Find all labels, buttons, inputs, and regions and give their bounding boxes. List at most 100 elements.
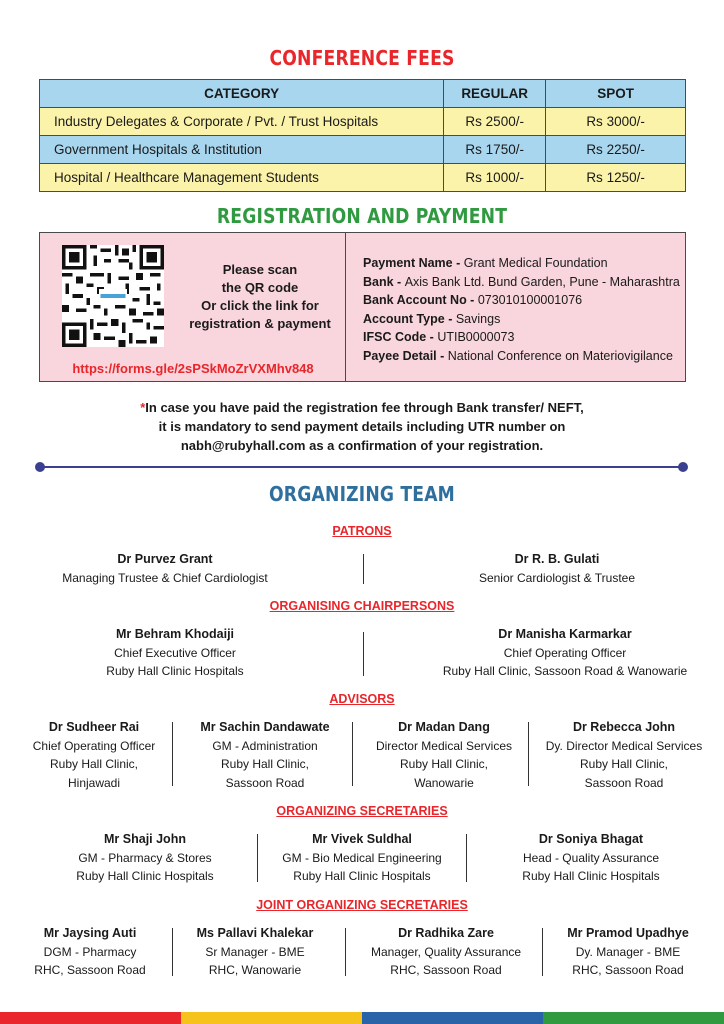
registration-title: REGISTRATION AND PAYMENT [216, 204, 508, 228]
notice-line: In case you have paid the registration f… [145, 400, 584, 415]
payment-value: Grant Medical Foundation [463, 256, 608, 270]
column-separator [352, 722, 353, 786]
chairperson-card: Dr Manisha Karmarkar Chief Operating Off… [410, 625, 720, 681]
payment-line: Account Type - Savings [363, 310, 685, 329]
fee-category: Industry Delegates & Corporate / Pvt. / … [38, 107, 445, 136]
person-location: Sassoon Road [584, 775, 664, 790]
footer-bar-blue [362, 1012, 543, 1024]
scan-line: Or click the link for [201, 298, 319, 313]
person-name: Dr Purvez Grant [117, 552, 213, 566]
person-role: GM - Pharmacy & Stores [78, 850, 212, 865]
column-separator [345, 928, 346, 976]
joint-secretary-card: Dr Radhika Zare Manager, Quality Assuran… [356, 924, 536, 980]
payment-label: Payment Name - [363, 256, 464, 270]
payment-line: Payee Detail - National Conference on Ma… [363, 347, 685, 366]
person-org: Ruby Hall Clinic Hospitals [76, 869, 214, 884]
person-location: Hinjawadi [67, 775, 121, 790]
person-name: Dr Manisha Karmarkar [498, 627, 632, 641]
patrons-title: PATRONS [332, 524, 392, 538]
fee-spot: Rs 2250/- [545, 135, 686, 164]
advisor-card: Dr Madan Dang Director Medical Services … [360, 718, 528, 792]
fee-spot: Rs 3000/- [545, 107, 686, 136]
person-role: GM - Administration [212, 738, 318, 753]
person-role: Head - Quality Assurance [522, 850, 660, 865]
chairperson-card: Mr Behram Khodaiji Chief Executive Offic… [40, 625, 310, 681]
fee-category: Government Hospitals & Institution [38, 135, 445, 164]
payment-value: Savings [455, 311, 501, 326]
registration-link[interactable]: https://forms.gle/2sPSkMoZrVXMhv848 [72, 361, 314, 376]
person-name: Mr Vivek Suldhal [312, 832, 412, 846]
person-org: Ruby Hall Clinic Hospitals [522, 869, 660, 884]
person-role: Chief Executive Officer [114, 645, 236, 660]
column-separator [257, 834, 258, 882]
payment-line: Payment Name - Grant Medical Foundation [363, 254, 685, 273]
person-org: Ruby Hall Clinic, [579, 757, 669, 772]
footer-bar-green [543, 1012, 724, 1024]
column-separator [466, 834, 467, 882]
payment-label: IFSC Code - [363, 330, 438, 345]
person-role: Sr Manager - BME [205, 944, 305, 959]
person-org: Ruby Hall Clinic, [49, 757, 139, 772]
person-role: Chief Operating Officer [503, 645, 627, 660]
person-role: Director Medical Services [375, 738, 513, 753]
fee-spot: Rs 1250/- [545, 163, 686, 192]
person-role: DGM - Pharmacy [43, 944, 137, 959]
header-regular: REGULAR [443, 79, 547, 108]
notice-asterisk: * [140, 400, 146, 415]
payment-line: IFSC Code - UTIB0000073 [363, 328, 685, 347]
column-separator [528, 722, 529, 786]
joint-secretaries-title: JOINT ORGANIZING SECRETARIES [256, 898, 468, 912]
patron-card: Dr Purvez Grant Managing Trustee & Chief… [40, 550, 290, 587]
fees-table: CATEGORY REGULAR SPOT Industry Delegates… [38, 79, 686, 192]
person-org: Ruby Hall Clinic Hospitals [293, 869, 431, 884]
person-name: Mr Shaji John [104, 832, 186, 846]
divider-dot-right [678, 462, 688, 472]
header-spot: SPOT [545, 79, 686, 108]
person-name: Dr Soniya Bhagat [538, 832, 644, 846]
table-row: Government Hospitals & Institution Rs 17… [38, 135, 686, 164]
column-separator [363, 632, 364, 676]
payment-value: Axis Bank Ltd. Bund Garden, Pune - Mahar… [404, 274, 680, 289]
column-separator [542, 928, 543, 976]
table-header-row: CATEGORY REGULAR SPOT [38, 79, 686, 108]
advisor-card: Dr Rebecca John Dy. Director Medical Ser… [534, 718, 714, 792]
person-location: RHC, Sassoon Road [572, 963, 684, 978]
person-role: Chief Operating Officer [32, 738, 156, 753]
payment-details: Payment Name - Grant Medical Foundation … [346, 233, 685, 381]
person-name: Mr Pramod Upadhye [567, 926, 689, 940]
scan-line: the QR code [221, 280, 299, 295]
fee-category: Hospital / Healthcare Management Student… [38, 163, 445, 192]
fee-regular: Rs 2500/- [443, 107, 547, 136]
person-location: RHC, Sassoon Road [34, 963, 146, 978]
payment-label: Account Type - [363, 311, 456, 326]
person-role: Dy. Manager - BME [575, 944, 681, 959]
payment-value: National Conference on Materiovigilance [447, 348, 673, 363]
person-name: Dr Radhika Zare [398, 926, 494, 940]
person-name: Ms Pallavi Khalekar [196, 926, 314, 940]
person-role: GM - Bio Medical Engineering [282, 850, 442, 865]
person-location: Sassoon Road [225, 775, 305, 790]
person-name: Dr Sudheer Rai [48, 720, 140, 734]
person-org: Ruby Hall Clinic Hospitals [106, 664, 244, 679]
person-location: RHC, Wanowarie [208, 963, 302, 978]
secretary-card: Mr Shaji John GM - Pharmacy & Stores Rub… [40, 830, 250, 886]
registration-box: Please scan the QR code Or click the lin… [39, 232, 686, 382]
person-name: Dr Rebecca John [572, 720, 676, 734]
joint-secretary-card: Mr Jaysing Auti DGM - Pharmacy RHC, Sass… [20, 924, 160, 980]
column-separator [172, 928, 173, 976]
joint-secretary-card: Ms Pallavi Khalekar Sr Manager - BME RHC… [180, 924, 330, 980]
qr-panel: Please scan the QR code Or click the lin… [40, 233, 346, 381]
footer-bar-red [0, 1012, 181, 1024]
chairpersons-title: ORGANISING CHAIRPERSONS [269, 599, 455, 613]
fee-regular: Rs 1000/- [443, 163, 547, 192]
payment-line: Bank Account No - 073010100001076 [363, 291, 685, 310]
qr-code-icon[interactable] [62, 245, 164, 347]
person-name: Dr Madan Dang [398, 720, 490, 734]
patron-card: Dr R. B. Gulati Senior Cardiologist & Tr… [432, 550, 682, 587]
person-name: Mr Sachin Dandawate [200, 720, 330, 734]
advisor-card: Mr Sachin Dandawate GM - Administration … [180, 718, 350, 792]
person-org: Ruby Hall Clinic, [399, 757, 489, 772]
scan-line: Please scan [222, 262, 298, 277]
advisor-card: Dr Sudheer Rai Chief Operating Officer R… [14, 718, 174, 792]
person-org: Ruby Hall Clinic, Sassoon Road & Wanowar… [442, 664, 688, 679]
